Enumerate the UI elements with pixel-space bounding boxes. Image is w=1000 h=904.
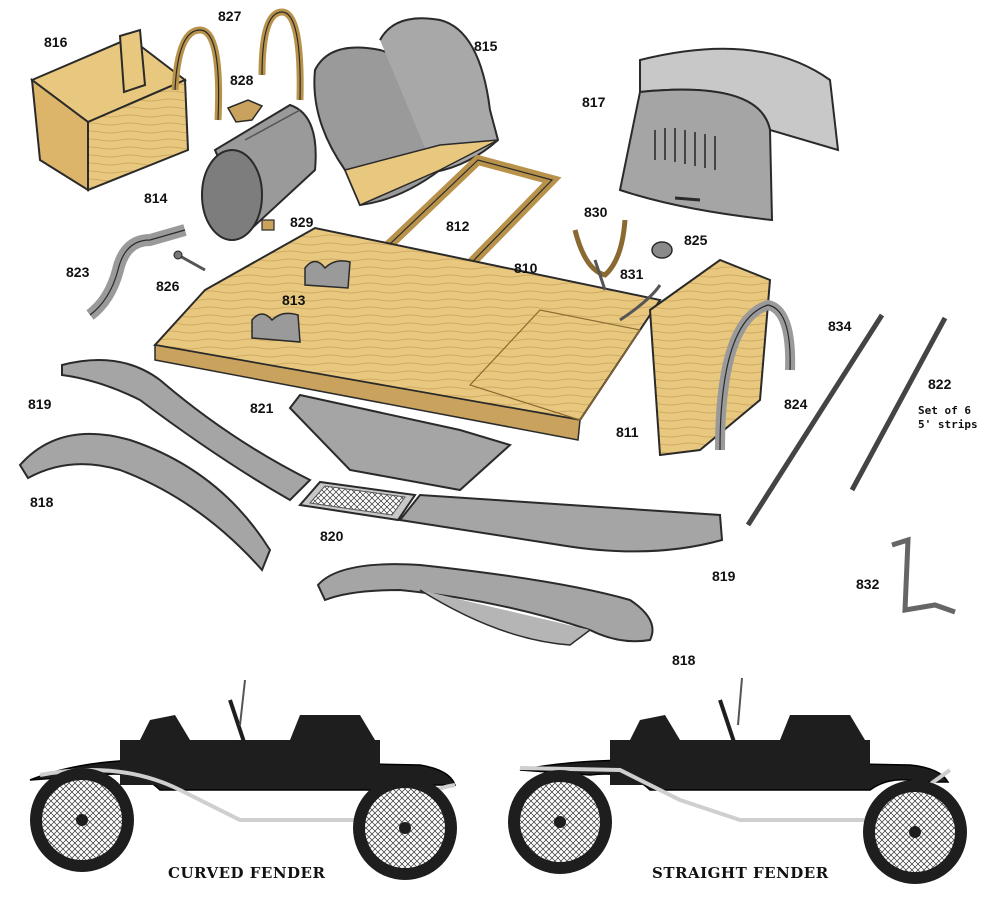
part-830-bracket — [572, 219, 628, 291]
label-834: 834 — [828, 318, 852, 334]
strip-note-line1: Set of 6 — [918, 404, 971, 417]
label-818-left: 818 — [30, 494, 54, 510]
part-827-straps — [171, 8, 304, 121]
strip-note-line2: 5' strips — [918, 418, 978, 431]
part-825-knob — [651, 241, 673, 259]
label-831: 831 — [620, 266, 644, 282]
part-821-apron — [288, 393, 512, 492]
caption-curved-fender: CURVED FENDER — [168, 864, 326, 882]
part-819-running-board-right — [398, 493, 724, 553]
label-818-right: 818 — [672, 652, 696, 668]
label-816: 816 — [44, 34, 68, 50]
part-832-bracket — [891, 536, 956, 615]
part-818-fender-right — [316, 563, 654, 646]
label-829: 829 — [290, 214, 314, 230]
part-834-strip — [745, 313, 885, 527]
car-curved-fender — [29, 679, 457, 880]
label-823: 823 — [66, 264, 90, 280]
part-818-fender-left — [18, 432, 272, 572]
label-815: 815 — [474, 38, 498, 54]
label-825: 825 — [684, 232, 708, 248]
part-829 — [261, 219, 275, 231]
part-813-brackets — [251, 260, 351, 343]
part-817-hood — [618, 47, 840, 222]
caption-straight-fender: STRAIGHT FENDER — [652, 864, 829, 882]
label-811: 811 — [616, 424, 639, 440]
strip-note: Set of 6 5' strips — [918, 404, 978, 432]
part-819-running-board-left — [61, 359, 312, 502]
label-812: 812 — [446, 218, 470, 234]
part-822-strips — [849, 316, 948, 492]
part-814-tank — [201, 103, 317, 241]
part-828-cap — [226, 99, 264, 123]
part-810-floor — [153, 226, 662, 441]
label-822: 822 — [928, 376, 952, 392]
label-814: 814 — [144, 190, 168, 206]
part-815-seats — [313, 17, 500, 207]
label-828: 828 — [230, 72, 254, 88]
part-831-rod — [619, 284, 662, 322]
part-824-bracket — [715, 299, 796, 451]
label-810: 810 — [514, 260, 538, 276]
part-826-bolt — [173, 250, 206, 272]
part-816-toolbox — [30, 28, 190, 192]
label-813: 813 — [282, 292, 306, 308]
label-821: 821 — [250, 400, 274, 416]
label-820: 820 — [320, 528, 344, 544]
label-826: 826 — [156, 278, 180, 294]
part-823-bracket — [86, 224, 187, 320]
car-straight-fender — [508, 677, 967, 884]
label-819-left: 819 — [28, 396, 52, 412]
label-824: 824 — [784, 396, 808, 412]
label-819-right: 819 — [712, 568, 736, 584]
label-817: 817 — [582, 94, 606, 110]
label-827: 827 — [218, 8, 242, 24]
part-820-step-plate — [298, 480, 417, 522]
part-811-dash — [648, 258, 772, 457]
label-832: 832 — [856, 576, 880, 592]
label-830: 830 — [584, 204, 608, 220]
